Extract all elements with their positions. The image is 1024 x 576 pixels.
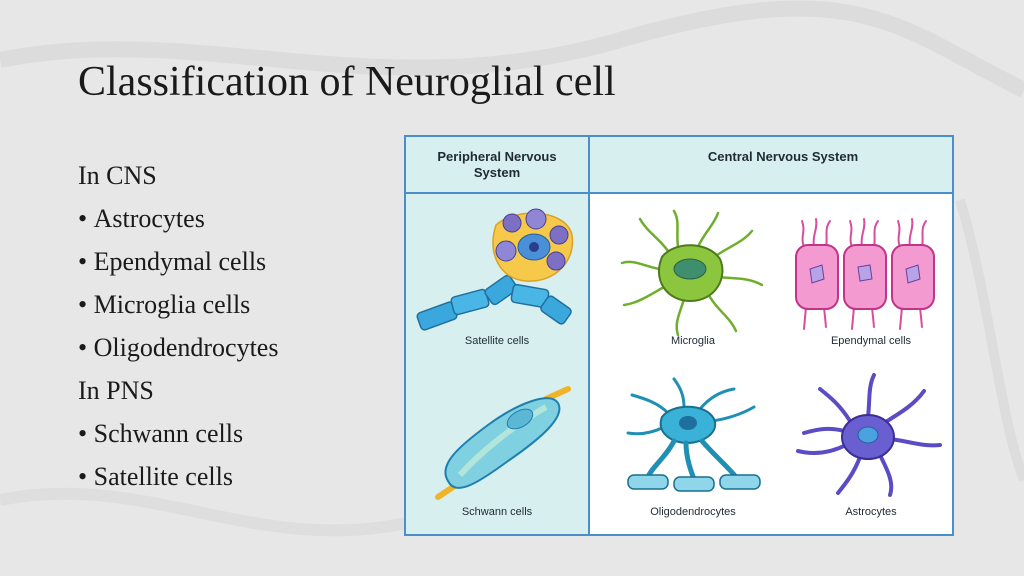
header-divider (406, 192, 952, 194)
cns-heading: In CNS (78, 161, 157, 190)
bullet-item: Schwann cells (78, 412, 378, 455)
caption-ependymal-cells: Ependymal cells (830, 335, 912, 347)
bullet-item: Astrocytes (78, 197, 378, 240)
pns-header: Peripheral Nervous System (437, 149, 557, 180)
satellite-cell-illustration (416, 208, 574, 331)
caption-oligodendrocytes: Oligodendrocytes (650, 506, 736, 518)
column-divider (588, 137, 590, 534)
caption-astrocytes: Astrocytes (845, 506, 897, 518)
ependymal-cell-illustration (795, 218, 935, 330)
schwann-cell-illustration (435, 386, 571, 500)
figure-header-row (406, 137, 952, 192)
caption-schwann-cells: Schwann cells (461, 506, 533, 518)
bullet-item: Ependymal cells (78, 240, 378, 283)
caption-satellite-cells: Satellite cells (464, 335, 530, 347)
caption-microglia: Microglia (670, 335, 715, 347)
neuroglia-figure: Peripheral Nervous System Central Nervou… (404, 135, 954, 536)
microglia-illustration (620, 209, 764, 337)
slide-title: Classification of Neuroglial cell (78, 59, 616, 105)
bullet-list: In CNS Astrocytes Ependymal cells Microg… (78, 154, 378, 498)
cns-header: Central Nervous System (707, 149, 859, 164)
bullet-item: Satellite cells (78, 455, 378, 498)
oligodendrocyte-illustration (626, 377, 761, 492)
bullet-item: Oligodendrocytes (78, 326, 378, 369)
bullet-item: Microglia cells (78, 283, 378, 326)
astrocyte-illustration (796, 373, 942, 497)
pns-heading: In PNS (78, 376, 154, 405)
